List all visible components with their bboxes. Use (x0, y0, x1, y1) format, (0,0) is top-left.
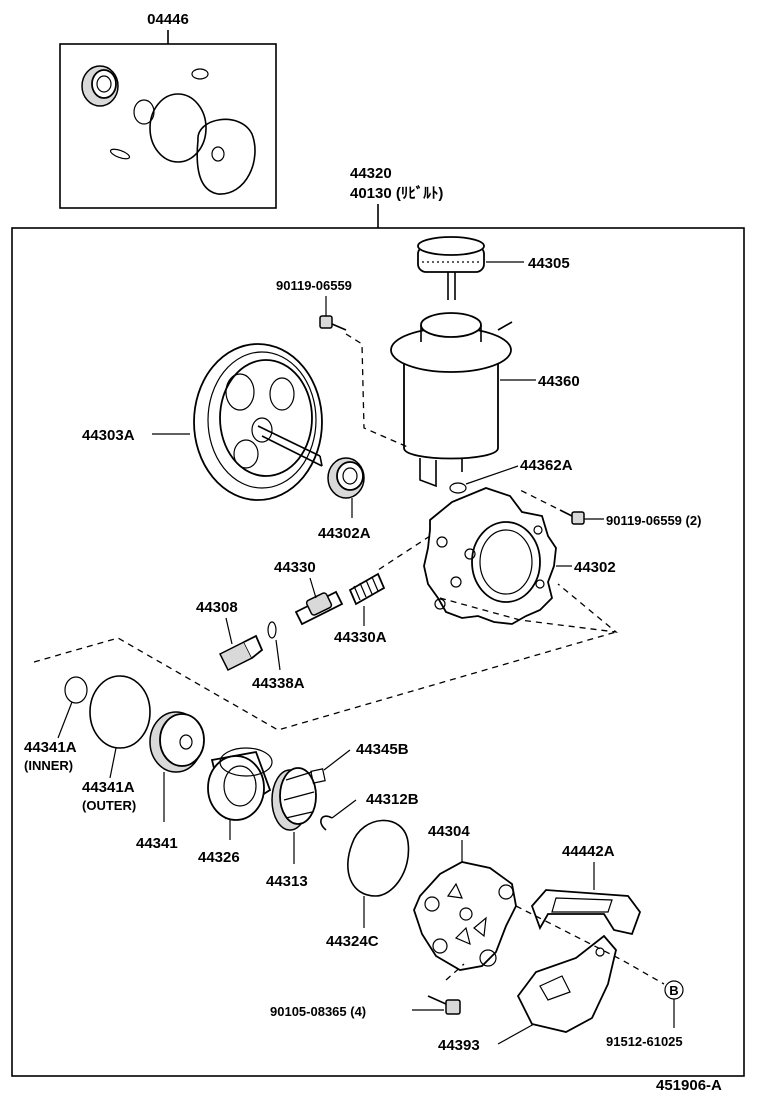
label-44360: 44360 (538, 373, 580, 390)
kit-snap-ring (109, 148, 131, 160)
label-91512: 91512-61025 (606, 1034, 683, 1049)
label-44304: 44304 (428, 823, 470, 840)
kit-04446-box (59, 30, 277, 209)
label-44330A: 44330A (334, 629, 387, 646)
flow-control-valve-part (294, 590, 344, 626)
label-90119-right: 90119-06559 (2) (606, 513, 701, 528)
bracket-44393-part (516, 934, 617, 1033)
label-44308: 44308 (196, 599, 238, 616)
label-44362A: 44362A (520, 457, 573, 474)
label-44324C: 44324C (326, 933, 379, 950)
bearing-44302A-part (327, 457, 365, 499)
label-44442A: 44442A (562, 843, 615, 860)
label-90119-top: 90119-06559 (276, 278, 352, 293)
kit-code-label: 04446 (147, 11, 189, 28)
label-inner-note: (INNER) (24, 758, 73, 773)
label-44330: 44330 (274, 559, 316, 576)
label-44341: 44341 (136, 835, 178, 852)
bolt-90119-top-part (319, 315, 347, 331)
kit-bearing-part (81, 65, 119, 107)
assembly-number-label: 44320 (350, 165, 392, 182)
cam-ring-44326-part (207, 747, 273, 821)
reservoir-cap-part (417, 236, 485, 300)
rotor-44313-part (271, 767, 317, 831)
kit-small-oring (191, 68, 209, 80)
kit-gasket (196, 118, 256, 195)
label-44326: 44326 (198, 849, 240, 866)
reservoir-tank-part (390, 312, 513, 488)
label-44341A-inner: 44341A (24, 739, 77, 756)
label-44393: 44393 (438, 1037, 480, 1054)
label-44345B: 44345B (356, 741, 409, 758)
snap-ring-44312B-part (320, 815, 333, 831)
label-outer-note: (OUTER) (82, 798, 136, 813)
bolt-90119-right-part (559, 509, 585, 525)
label-90105: 90105-08365 (4) (270, 1004, 366, 1019)
pulley-part (193, 343, 323, 501)
oring-44338A-part (267, 621, 277, 639)
spring-44330A-part (348, 572, 386, 606)
assembly-frame (11, 227, 745, 1077)
connector-44308-part (218, 634, 264, 672)
reference-b-letter: B (669, 983, 678, 998)
rear-housing-44304-part (413, 861, 517, 971)
label-44313: 44313 (266, 873, 308, 890)
gasket-44324C-part (347, 819, 410, 897)
label-44302: 44302 (574, 559, 616, 576)
oring-44362A-part (449, 482, 467, 494)
oring-44341A-outer-part (89, 675, 151, 749)
label-44303A: 44303A (82, 427, 135, 444)
oring-44341A-inner-part (64, 676, 88, 704)
pump-housing-part (423, 487, 557, 625)
kit-oring-b (149, 93, 207, 163)
side-plate-44341-part (149, 711, 205, 773)
label-44341A-outer: 44341A (82, 779, 135, 796)
label-44305: 44305 (528, 255, 570, 272)
diagram-id-label: 451906-A (656, 1077, 722, 1094)
bolt-90105-part (427, 995, 461, 1015)
assembly-rebuilt-label: 40130 (ﾘﾋﾞﾙﾄ) (350, 184, 443, 202)
label-44338A: 44338A (252, 675, 305, 692)
vane-44345B-part (310, 768, 326, 784)
label-44312B: 44312B (366, 791, 419, 808)
label-44302A: 44302A (318, 525, 371, 542)
bracket-44442A-part (530, 889, 642, 936)
